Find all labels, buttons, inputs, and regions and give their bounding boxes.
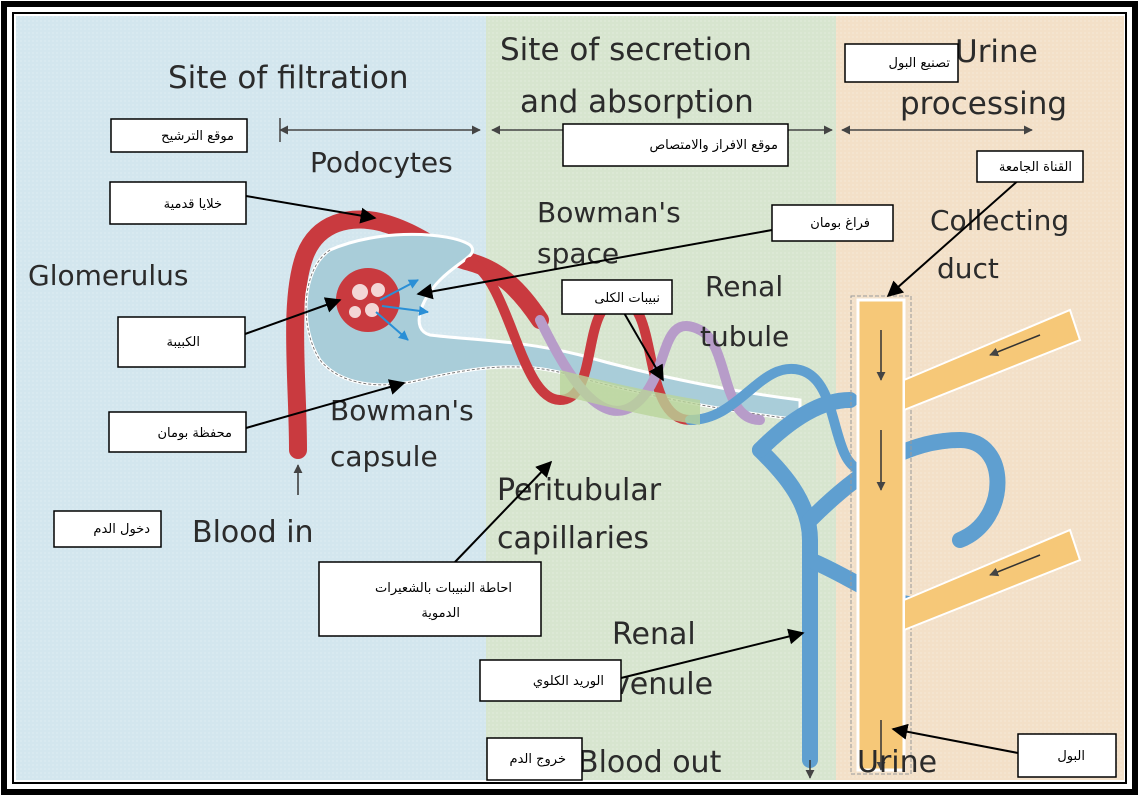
label-blood-out: Blood out — [578, 745, 722, 780]
svg-text:خلايا قدمية: خلايا قدمية — [164, 197, 222, 212]
svg-text:خروج الدم: خروج الدم — [510, 752, 566, 767]
callout-collecting-duct: القناة الجامعة — [977, 151, 1083, 182]
label-collecting-2: duct — [937, 252, 999, 285]
label-urine: Urine — [857, 745, 937, 780]
label-blood-in: Blood in — [192, 515, 314, 550]
svg-text:موقع الترشيح: موقع الترشيح — [161, 129, 234, 144]
callout-renal-tubules: نبيبات الكلى — [562, 280, 672, 314]
svg-text:القناة الجامعة: القناة الجامعة — [999, 160, 1072, 175]
callout-peritubular: احاطة النبيبات بالشعيرات الدموية — [319, 562, 541, 636]
zone-filtration-title: Site of filtration — [168, 60, 409, 96]
svg-text:فراغ بومان: فراغ بومان — [810, 216, 870, 231]
svg-text:تصنيع البول: تصنيع البول — [889, 56, 951, 71]
label-renal-tubule-2: tubule — [700, 320, 789, 353]
label-glomerulus: Glomerulus — [28, 259, 188, 292]
callout-urine: البول — [1018, 734, 1116, 777]
svg-text:البول: البول — [1057, 749, 1085, 764]
callout-filtration-site: موقع الترشيح — [111, 119, 247, 152]
callout-bowmans-capsule: محفظة بومان — [109, 412, 246, 452]
svg-text:الكبيبة: الكبيبة — [167, 335, 201, 350]
zone-secretion-title-2: and absorption — [520, 84, 754, 120]
label-renal-tubule-1: Renal — [705, 270, 783, 303]
label-peritubular-2: capillaries — [497, 521, 649, 556]
label-bowmans-space-1: Bowman's — [537, 196, 681, 229]
label-bowmans-capsule-2: capsule — [330, 440, 438, 473]
svg-text:الوريد الكلوي: الوريد الكلوي — [533, 674, 604, 689]
zone-urine-title-1: Urine — [955, 34, 1038, 70]
svg-text:محفظة بومان: محفظة بومان — [157, 426, 232, 441]
label-renal-venule-2: venule — [612, 667, 713, 702]
svg-text:الدموية: الدموية — [421, 606, 460, 621]
label-podocytes: Podocytes — [310, 146, 453, 179]
label-collecting-1: Collecting — [930, 204, 1069, 237]
svg-text:نبيبات الكلى: نبيبات الكلى — [594, 291, 660, 306]
svg-text:موقع الافراز والامتصاص: موقع الافراز والامتصاص — [649, 138, 778, 153]
label-peritubular-1: Peritubular — [497, 473, 662, 508]
label-renal-venule-1: Renal — [612, 617, 696, 652]
callout-bowmans-space: فراغ بومان — [772, 205, 893, 241]
callout-urine-making: تصنيع البول — [845, 44, 958, 82]
svg-text:احاطة النبيبات بالشعيرات: احاطة النبيبات بالشعيرات — [375, 581, 512, 596]
zone-urine-title-2: processing — [900, 86, 1067, 122]
svg-text:دخول الدم: دخول الدم — [93, 522, 150, 537]
callout-renal-vein: الوريد الكلوي — [480, 660, 621, 701]
zone-secretion-title-1: Site of secretion — [500, 32, 752, 68]
callout-blood-out: خروج الدم — [487, 738, 582, 780]
callout-glomerulus: الكبيبة — [118, 317, 245, 367]
callout-secretion-absorption: موقع الافراز والامتصاص — [563, 124, 788, 166]
callout-blood-in: دخول الدم — [54, 511, 161, 547]
callout-podocytes: خلايا قدمية — [110, 182, 246, 224]
